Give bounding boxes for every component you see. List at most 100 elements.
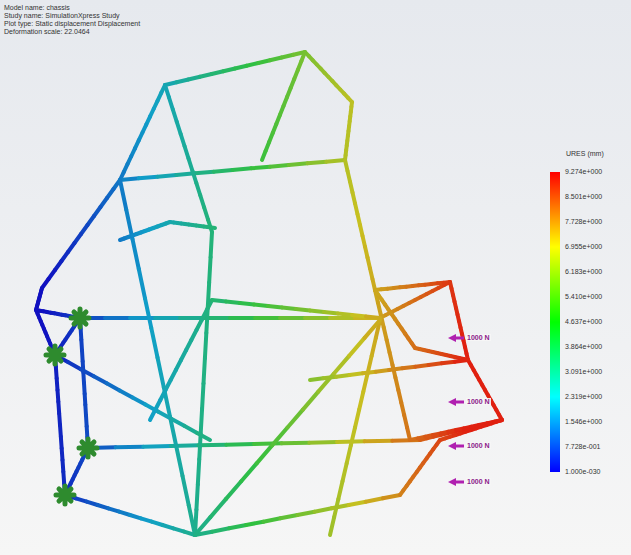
force-label: 1000 N — [466, 334, 491, 341]
tube-segment — [133, 239, 139, 269]
tube-segment — [226, 481, 241, 499]
arrow-shaft — [455, 481, 464, 484]
force-label: 1000 N — [466, 478, 491, 485]
tube-segment — [254, 305, 268, 307]
tube-segment — [280, 316, 305, 320]
arrow-head — [448, 334, 456, 342]
tube-segment — [494, 420, 502, 422]
header-text: Model name: chassis — [4, 4, 70, 12]
tube-segment — [139, 177, 158, 179]
tube-segment — [363, 374, 367, 392]
tube-segment — [338, 481, 342, 499]
legend-value: 2.319e+000 — [565, 393, 602, 401]
fixture-cross — [46, 346, 64, 364]
tube-segment — [268, 306, 282, 308]
tube-segment — [241, 463, 256, 481]
tube-segment — [359, 392, 363, 410]
legend-value: 3.091e+000 — [565, 368, 602, 376]
tube-segment — [246, 522, 263, 525]
tube-segment — [145, 298, 151, 328]
tube-segment — [352, 315, 366, 317]
tube-segment — [310, 311, 324, 313]
tube-segment — [197, 433, 210, 440]
tube-segment — [270, 165, 289, 167]
tube-segment — [195, 172, 214, 174]
tube-segment — [308, 162, 327, 164]
tube-segment — [366, 498, 383, 501]
tube-segment — [334, 356, 349, 374]
tube-segment — [355, 410, 359, 428]
tube-segment — [229, 525, 246, 528]
tube-segment — [199, 443, 227, 448]
arrow-head — [448, 442, 456, 450]
tube-segment — [94, 376, 107, 383]
tube-segment — [349, 502, 366, 505]
arrow-shaft — [455, 401, 464, 404]
tube-segment — [263, 518, 280, 521]
tube-segment — [196, 485, 197, 510]
legend-value: 6.183e+000 — [565, 268, 602, 276]
tube-segment — [195, 517, 210, 535]
tube-segment — [158, 175, 177, 177]
tube-segment — [230, 316, 255, 320]
legend-value: 4.637e+000 — [565, 318, 602, 326]
tube-segment — [145, 405, 158, 412]
tube-segment — [366, 317, 380, 319]
tube-segment — [309, 440, 337, 445]
tube-segment — [183, 476, 189, 506]
tube-segment — [155, 316, 180, 320]
tube-segment — [226, 442, 254, 447]
tube-segment — [383, 495, 400, 498]
tube-segment — [288, 410, 303, 428]
tube-segment — [282, 441, 310, 446]
tube-segment — [298, 512, 315, 515]
tube-segment — [251, 167, 270, 169]
tube-segment — [210, 499, 225, 517]
legend-value: 1.546e+000 — [565, 418, 602, 426]
force-label: 1000 N — [466, 398, 491, 405]
legend-value: 5.410e+000 — [565, 293, 602, 301]
tube-segment — [351, 428, 355, 446]
tube-segment — [334, 499, 338, 517]
fixture-symbol — [79, 439, 97, 457]
tube-segment — [440, 438, 445, 440]
tube-segment — [68, 362, 81, 369]
legend-value: 9.274e+000 — [565, 168, 602, 176]
header-text: Study name: SimulationXpress Study — [4, 12, 120, 20]
tube-segment — [176, 446, 182, 476]
tube-segment — [272, 428, 287, 446]
tube-segment — [211, 232, 212, 257]
tube-segment — [199, 434, 200, 459]
tube-segment — [330, 517, 334, 535]
tube-segment — [143, 444, 171, 449]
tube-segment — [233, 168, 252, 170]
arrow-head — [448, 478, 456, 486]
tube-segment — [158, 358, 164, 388]
fixture-symbols — [46, 309, 97, 504]
tube-segment — [332, 505, 349, 508]
tube-segment — [198, 459, 199, 484]
tube-segment — [107, 383, 120, 390]
tube-segment — [204, 358, 205, 383]
tube-segment — [158, 412, 171, 419]
tube-segment — [347, 445, 351, 463]
tube-segment — [315, 508, 332, 511]
tube-segment — [255, 316, 280, 320]
tube-segment — [211, 226, 215, 231]
tube-segment — [257, 445, 272, 463]
tube-segment — [280, 515, 297, 518]
force-arrow — [448, 398, 464, 406]
tube-segment — [81, 369, 94, 376]
tube-segment — [365, 439, 393, 444]
tube-segment — [495, 420, 502, 422]
force-arrow — [448, 334, 464, 342]
fixture-symbol — [71, 309, 89, 327]
color-bar — [550, 172, 560, 472]
arrow-shaft — [455, 445, 464, 448]
tube-segment — [120, 180, 126, 210]
force-arrow — [448, 478, 464, 486]
tube-segment — [289, 163, 308, 165]
fixture-cross — [56, 486, 74, 504]
fixture-cross — [79, 439, 97, 457]
